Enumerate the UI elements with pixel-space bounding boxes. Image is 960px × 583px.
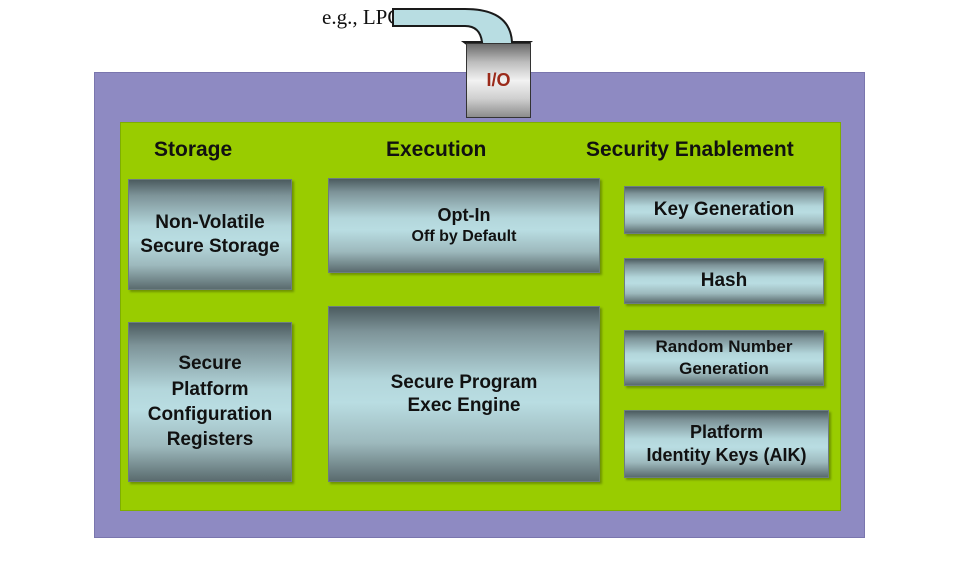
- storage-heading: Storage: [154, 138, 233, 161]
- io-port: I/O: [466, 43, 531, 118]
- box-line: Off by Default: [411, 227, 517, 245]
- box-line: Platform: [689, 421, 763, 442]
- security-enablement-heading: Security Enablement: [586, 138, 794, 161]
- hash-box: Hash: [624, 258, 824, 304]
- execution-heading: Execution: [386, 138, 487, 161]
- box-line: Secure Program: [390, 371, 538, 393]
- platform-identity-keys-box: Platform Identity Keys (AIK): [624, 410, 829, 478]
- box-line: Key Generation: [653, 199, 795, 221]
- box-line: Generation: [679, 359, 769, 378]
- key-generation-box: Key Generation: [624, 186, 824, 234]
- box-line: Opt-In: [437, 204, 491, 225]
- io-port-label: I/O: [486, 70, 511, 90]
- box-line: Hash: [700, 270, 748, 292]
- box-line: Identity Keys (AIK): [646, 445, 807, 465]
- opt-in-box: Opt-In Off by Default: [328, 178, 600, 273]
- random-number-generation-box: Random Number Generation: [624, 330, 824, 386]
- box-line: Configuration: [147, 404, 273, 425]
- bus-label: e.g., LPC: [322, 5, 402, 29]
- box-line: Secure Storage: [140, 235, 280, 257]
- secure-program-exec-engine-box: Secure Program Exec Engine: [328, 306, 600, 482]
- box-line: Platform: [171, 378, 249, 400]
- non-volatile-secure-storage-box: Non-Volatile Secure Storage: [128, 179, 292, 290]
- box-line: Registers: [166, 429, 254, 451]
- secure-pcr-box: Secure Platform Configuration Registers: [128, 322, 292, 482]
- box-line: Random Number: [655, 336, 793, 356]
- box-line: Exec Engine: [407, 395, 521, 416]
- box-line: Non-Volatile: [155, 212, 265, 234]
- box-line: Secure: [178, 353, 242, 375]
